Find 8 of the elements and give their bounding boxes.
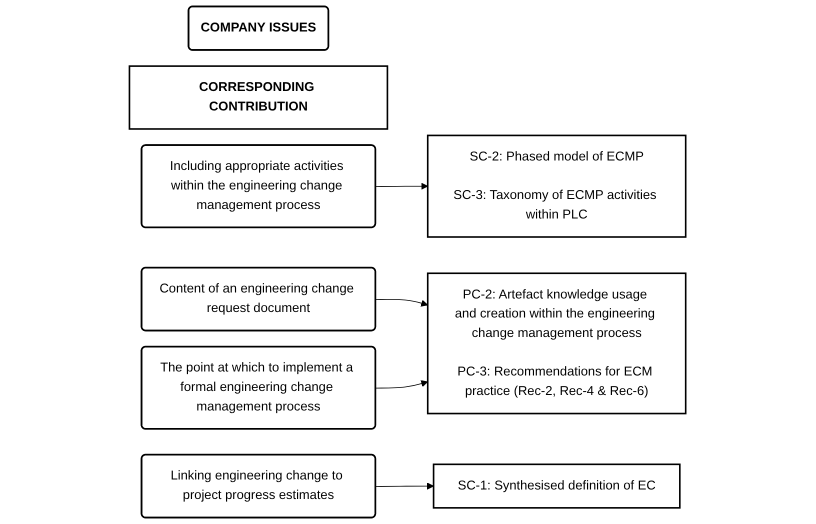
arrow	[376, 380, 428, 389]
arrow	[376, 298, 428, 307]
arrow	[376, 182, 428, 190]
node-box: CORRESPONDING CONTRIBUTION	[129, 65, 389, 130]
node-box: PC-2: Artefact knowledge usage and creation within the engineering change management process PC-3: Recommendations for ECM practice (Rec-2, Rec-4 & Rec-6)	[427, 272, 687, 414]
node-box: SC-2: Phased model of ECMP SC-3: Taxonomy of ECMP activities within PLC	[427, 134, 687, 238]
arrow	[376, 482, 434, 490]
node-box: SC-1: Synthesised definition of EC	[433, 464, 682, 509]
